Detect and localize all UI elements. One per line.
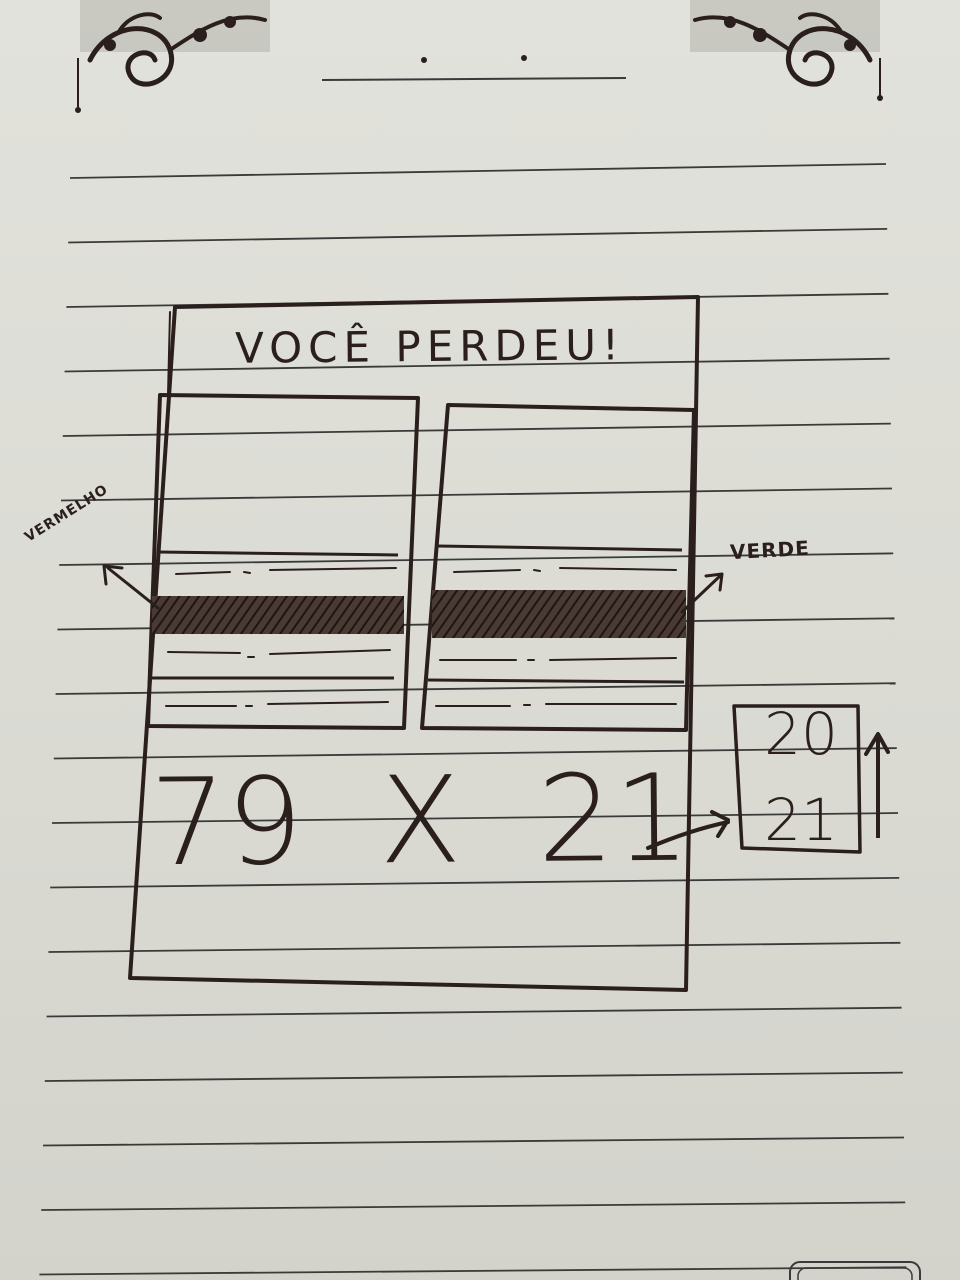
score-display: 79 X 21	[149, 750, 690, 894]
left-highlight-bar	[152, 596, 404, 634]
ruled-line	[68, 228, 888, 244]
ornament-left-icon	[75, 0, 270, 113]
ruled-line	[50, 877, 900, 889]
ruled-line	[59, 552, 894, 566]
counter-bottom-value: 21	[764, 786, 838, 854]
ruled-line	[39, 1266, 907, 1276]
counter-top-value: 20	[764, 704, 838, 762]
ornament-right-icon	[690, 0, 883, 101]
ruled-line	[69, 163, 887, 179]
arrow-right-icon	[680, 572, 724, 614]
score-right: 21	[536, 749, 691, 890]
ruled-line	[51, 812, 899, 824]
screen-frame	[128, 295, 700, 992]
right-card	[420, 403, 696, 732]
score-left: 79	[149, 752, 304, 894]
page-title: VOCÊ PERDEU!	[234, 320, 626, 373]
page-corner-tab	[789, 1261, 921, 1280]
right-highlight-bar	[432, 590, 686, 638]
score-separator: X	[378, 751, 462, 892]
ruled-line	[53, 747, 897, 760]
ruled-line	[44, 1071, 903, 1082]
ruled-line	[42, 1136, 905, 1147]
annotation-right-label: VERDE	[729, 535, 811, 565]
left-card	[146, 393, 420, 730]
date-field	[321, 55, 627, 81]
ruled-line	[62, 422, 891, 437]
up-arrow-icon	[864, 732, 890, 838]
arrow-to-counter-icon	[646, 810, 730, 850]
ruled-line	[46, 1006, 902, 1018]
ruled-line	[64, 357, 890, 373]
ruled-line	[60, 487, 893, 502]
ruled-line	[41, 1201, 906, 1211]
ruled-line	[55, 682, 896, 695]
arrow-left-icon	[102, 564, 160, 610]
ruled-line	[48, 941, 901, 953]
counter-box	[732, 704, 862, 854]
